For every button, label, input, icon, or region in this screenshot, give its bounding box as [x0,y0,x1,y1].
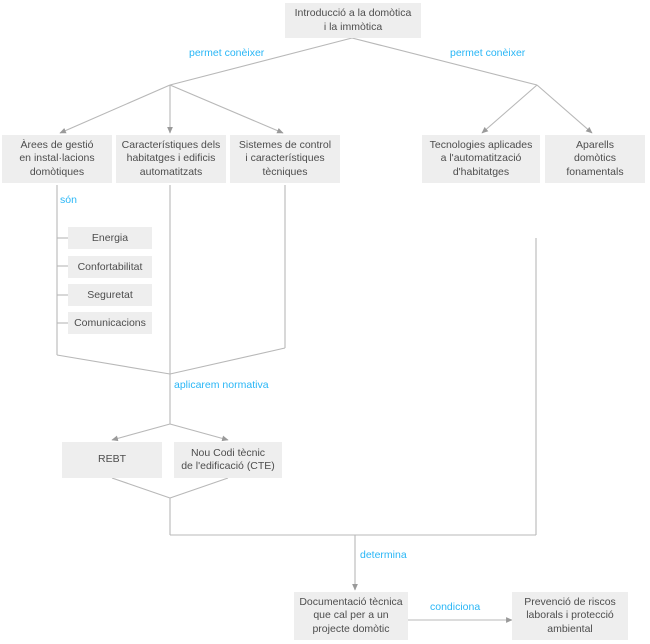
edge-areas-to-junction [56,354,171,375]
node-prevencio[interactable]: Prevenció de riscos laborals i protecció… [512,592,628,640]
node-cte[interactable]: Nou Codi tècnic de l'edificació (CTE) [174,442,282,478]
node-aparells[interactable]: Aparells domòtics fonamentals [545,135,645,183]
edge-label-determina: determina [360,549,407,561]
node-sistemes-control[interactable]: Sistemes de control i característiques t… [230,135,340,183]
list-item-seguretat[interactable]: Seguretat [68,284,152,306]
list-item-confortabilitat[interactable]: Confortabilitat [68,256,152,278]
edge-hub-to-aparells [536,84,593,134]
edge-root-to-left-hub [169,37,353,86]
edge-to-rebt [111,423,171,442]
edge-label-permet-coneixer-left: permet conèixer [189,47,265,59]
node-documentacio[interactable]: Documentació tècnica que cal per a un pr… [294,592,408,640]
edge-label-permet-coneixer-right: permet conèixer [450,47,526,59]
node-root[interactable]: Introducció a la domòtica i la immòtica [285,3,421,38]
list-item-energia[interactable]: Energia [68,227,152,249]
list-item-comunicacions[interactable]: Comunicacions [68,312,152,334]
node-rebt[interactable]: REBT [62,442,162,478]
edge-label-son: són [60,194,77,206]
edge-to-cte [169,423,229,442]
node-caracteristiques[interactable]: Característiques dels habitatges i edifi… [116,135,226,183]
edge-label-condiciona: condiciona [430,601,481,613]
edge-label-aplicarem-normativa: aplicarem normativa [174,379,269,391]
edge-hub-to-areas [59,84,171,134]
node-tecnologies[interactable]: Tecnologies aplicades a l'automatització… [422,135,540,183]
edge-hub-to-tecnologies [481,84,538,134]
edge-sistemes-to-junction [169,347,286,375]
edge-root-to-right-hub [351,37,538,86]
edge-rebt-down [111,477,171,499]
edge-hub-to-sistemes [169,84,284,134]
edge-cte-down [169,477,229,499]
node-areas-gestio[interactable]: Àrees de gestió en instal·lacions domòti… [2,135,112,183]
